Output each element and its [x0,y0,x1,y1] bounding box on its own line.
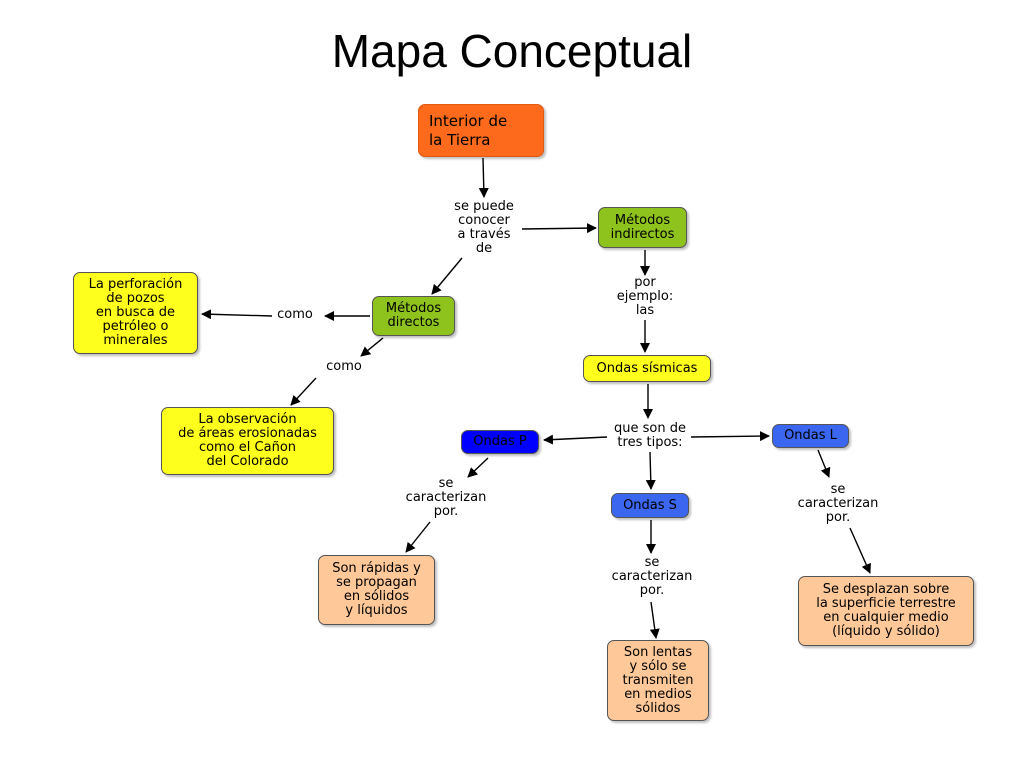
node-rapidas: Son rápidas y se propagan en sólidos y l… [318,555,435,625]
arrow-directos-to-como-2 [360,337,384,357]
arrow-que-son-to-ondas-p [543,434,608,445]
link-como-2: como [326,359,362,374]
node-metodos-indirectos: Métodos indirectos [598,207,687,248]
link-como-1: como [277,307,313,322]
arrow-que-son-to-ondas-l [690,431,770,442]
node-observacion: La observación de áreas erosionadas como… [161,407,334,475]
arrow-ondas-p-to-caract-p [467,457,489,478]
node-ondas-s: Ondas S [611,493,689,518]
arrow-que-son-to-ondas-s [645,451,656,490]
arrow-se-puede-to-indirectos [521,223,597,234]
link-que-son-de-tres-tipos: que son de tres tipos: [614,421,686,450]
link-se-puede-conocer: se puede conocer a través de [454,199,514,256]
node-ondas-l: Ondas L [772,424,849,448]
arrow-caract-l-to-desplazan [849,527,871,574]
arrow-ondas-l-to-caract-l [817,449,831,478]
arrow-como-2-to-observacion [290,377,317,406]
arrow-como-1-to-perforacion [201,309,273,320]
link-caracterizan-p: se caracterizan por. [405,476,487,519]
arrow-se-puede-to-directos [431,257,463,295]
node-interior-de-la-tierra: Interior de la Tierra [418,104,544,157]
node-perforacion: La perforación de pozos en busca de petr… [73,272,198,354]
arrow-caract-p-to-rapidas [405,521,431,553]
link-caracterizan-l: se caracterizan por. [797,482,879,525]
node-lentas: Son lentas y sólo se transmiten en medio… [607,640,709,721]
arrow-interior-to-se-puede [478,157,489,198]
link-caracterizan-s: se caracterizan por. [611,555,693,598]
node-desplazan: Se desplazan sobre la superficie terrest… [798,576,974,646]
node-ondas-p: Ondas P [461,430,539,454]
node-ondas-sismicas: Ondas sísmicas [583,355,711,382]
page-title: Mapa Conceptual [331,25,693,77]
link-por-ejemplo: por ejemplo: las [616,275,674,318]
node-metodos-directos: Métodos directos [372,296,455,336]
arrow-caract-s-to-lentas [649,601,660,639]
